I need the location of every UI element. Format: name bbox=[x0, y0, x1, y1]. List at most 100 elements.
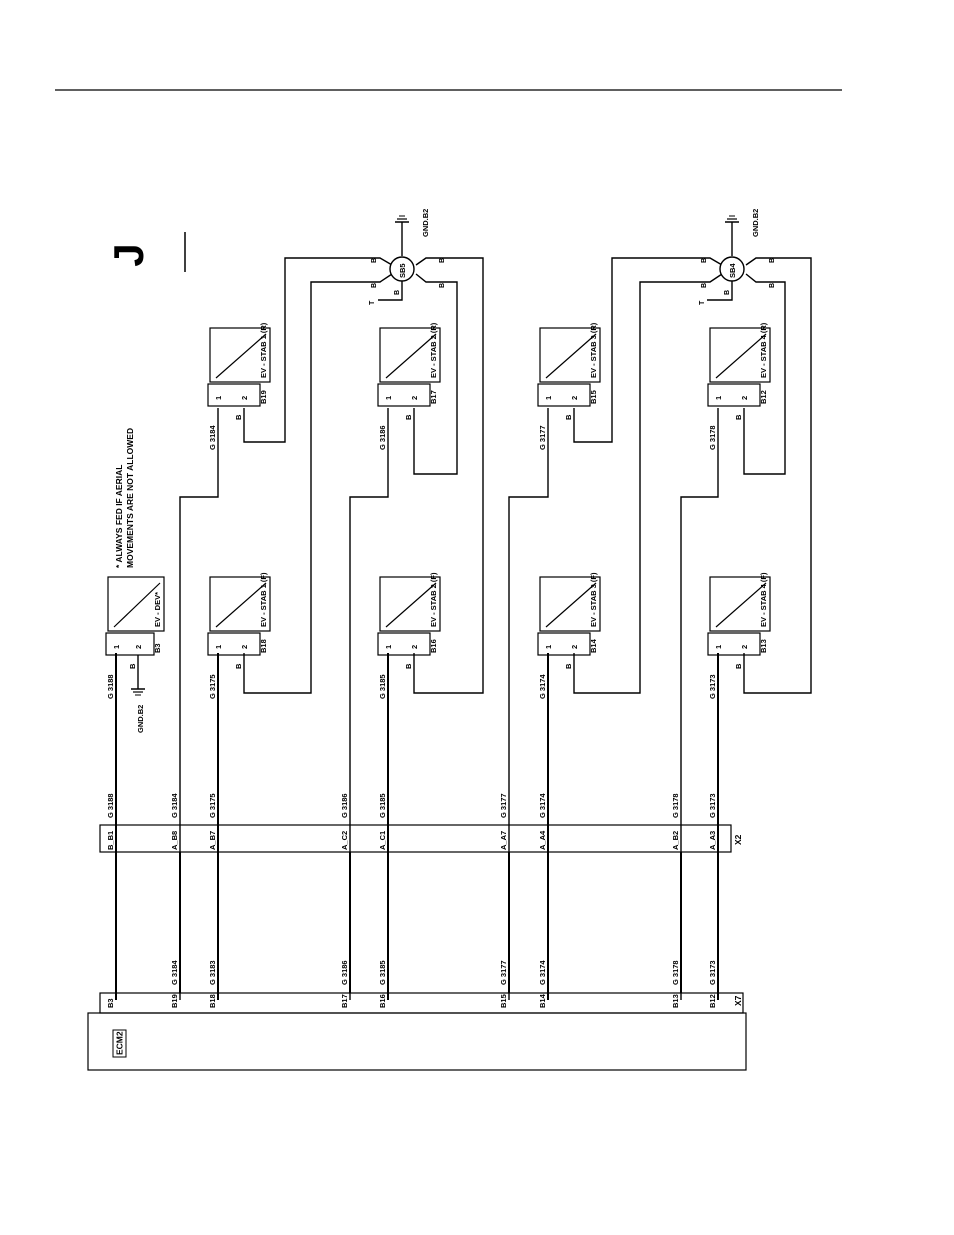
pin-number: 1 bbox=[384, 645, 393, 649]
wire-label: G 3173 bbox=[708, 793, 717, 818]
coil-symbol bbox=[209, 327, 271, 383]
valve-connector bbox=[377, 632, 431, 656]
valve-connector bbox=[537, 383, 591, 407]
wire-label: B bbox=[734, 663, 743, 669]
valve-name: EV - STAB 2 (F) bbox=[429, 572, 438, 627]
wire-label: G 3185 bbox=[378, 793, 387, 818]
ground-label: GND.B2 bbox=[751, 209, 760, 237]
wire-label: G 3186 bbox=[378, 425, 387, 450]
pin-number: 2 bbox=[134, 645, 143, 649]
valve-connector-id: B16 bbox=[429, 639, 438, 653]
x2-label: X2 bbox=[733, 834, 743, 845]
valve-connector-id: B17 bbox=[429, 390, 438, 404]
splice-pin-b: B bbox=[394, 290, 401, 295]
wire-label: G 3188 bbox=[106, 793, 115, 818]
x2-pin-label: A_B7 bbox=[208, 831, 217, 850]
valve-name: EV - STAB 4 (R) bbox=[759, 322, 768, 378]
valve: 1 2 B17 EV - STAB 2 (R) G 3186 B bbox=[377, 322, 441, 450]
wire-label: G 3178 bbox=[671, 793, 680, 818]
splice-id: SB5 bbox=[398, 263, 407, 278]
splice-pin-b: B bbox=[769, 283, 776, 288]
svg-text:GND.B2: GND.B2 bbox=[136, 705, 145, 733]
valve-connector bbox=[377, 383, 431, 407]
pin-number: 1 bbox=[384, 396, 393, 400]
x2-pin-label: A_A7 bbox=[499, 831, 508, 850]
valve-connector-id: B18 bbox=[259, 639, 268, 653]
pin-number: 2 bbox=[740, 645, 749, 649]
wire-label: B bbox=[404, 414, 413, 420]
splice-id: SB4 bbox=[728, 263, 737, 278]
wire-label: B bbox=[734, 414, 743, 420]
valve-name: EV - STAB 3 (F) bbox=[589, 572, 598, 627]
wire-label: B bbox=[234, 663, 243, 669]
pin-number: 2 bbox=[740, 396, 749, 400]
ecu-pin-label: B16 bbox=[378, 994, 387, 1008]
valve-name: EV - STAB 3 (R) bbox=[589, 322, 598, 378]
wire-label: G 3177 bbox=[499, 960, 508, 985]
pin-number: 2 bbox=[410, 396, 419, 400]
valve-connector-id: B13 bbox=[759, 639, 768, 653]
splice-pin-b: B bbox=[724, 290, 731, 295]
valve-connector-id: B14 bbox=[589, 638, 598, 653]
coil-symbol bbox=[209, 576, 271, 632]
ecu-pin-label: B3 bbox=[106, 998, 115, 1008]
valve-connector-id: B12 bbox=[759, 390, 768, 404]
coil-symbol bbox=[379, 576, 441, 632]
pin-number: 1 bbox=[544, 645, 553, 649]
wire-label: G 3174 bbox=[538, 960, 547, 985]
wire-label: G 3188 bbox=[106, 674, 115, 699]
splice-pin-b: B bbox=[701, 283, 708, 288]
pin-number: 1 bbox=[214, 645, 223, 649]
wire-label: G 3177 bbox=[538, 425, 547, 450]
ecu-label: ECM2 bbox=[115, 1031, 125, 1055]
x2-pin-label: B_B1 bbox=[106, 831, 115, 850]
wire-label: B bbox=[234, 414, 243, 420]
wire-label: B bbox=[564, 663, 573, 669]
wire-label: B bbox=[404, 663, 413, 669]
ecu-pin-label: B19 bbox=[170, 994, 179, 1008]
coil-symbol bbox=[539, 576, 601, 632]
splice-pin-t: T bbox=[699, 300, 706, 305]
valve-connector bbox=[707, 632, 761, 656]
wire-label: G 3174 bbox=[538, 674, 547, 699]
pin-number: 1 bbox=[112, 645, 121, 649]
coil-symbol bbox=[709, 327, 771, 383]
x2-pin-label: A_C1 bbox=[378, 831, 387, 850]
splice-pin-b: B bbox=[439, 283, 446, 288]
valve-name: EV - STAB 2 (R) bbox=[429, 322, 438, 378]
valve-connector-id: B15 bbox=[589, 390, 598, 404]
valve-connector bbox=[707, 383, 761, 407]
x2-pin-label: A_A4 bbox=[538, 830, 547, 850]
wire-label: B bbox=[564, 414, 573, 420]
ecu-pin-label: B12 bbox=[708, 994, 717, 1008]
x2-pin-label: A_B8 bbox=[170, 831, 179, 850]
pin-number: 1 bbox=[214, 396, 223, 400]
x2-pin-label: A_A3 bbox=[708, 831, 717, 850]
x2-pin-label: A_B2 bbox=[671, 831, 680, 850]
ecu-pin-label: B15 bbox=[499, 994, 508, 1008]
wire-label: G 3173 bbox=[708, 960, 717, 985]
pin-number: 2 bbox=[570, 396, 579, 400]
coil-symbol bbox=[539, 327, 601, 383]
ecu-connector-x7 bbox=[99, 992, 744, 1014]
pin-number: 2 bbox=[570, 645, 579, 649]
ground-label: GND.B2 bbox=[421, 209, 430, 237]
valve-name: EV - STAB 1 (R) bbox=[259, 322, 268, 378]
coil-symbol bbox=[107, 576, 165, 632]
valve-connector bbox=[105, 632, 155, 656]
ecu-pin-label: B13 bbox=[671, 994, 680, 1008]
valve-connector bbox=[207, 632, 261, 656]
splice-pin-b: B bbox=[701, 258, 708, 263]
wire-label: G 3185 bbox=[378, 674, 387, 699]
wire-label: B bbox=[128, 663, 137, 669]
splice-pin-b: B bbox=[439, 258, 446, 263]
wire-label: G 3173 bbox=[708, 674, 717, 699]
